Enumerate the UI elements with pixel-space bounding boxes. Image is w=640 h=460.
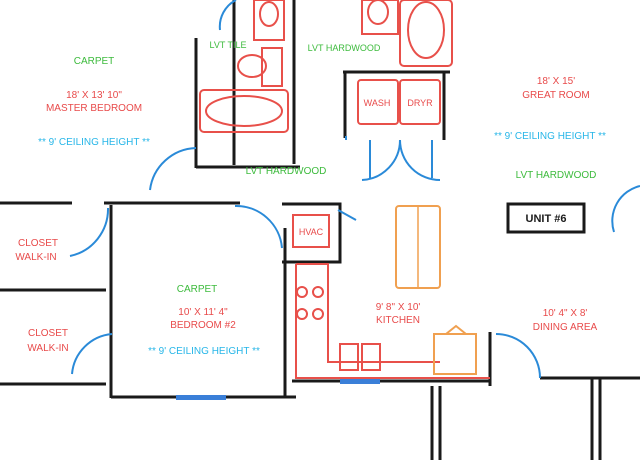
label-great-size: 18' X 15' bbox=[537, 76, 575, 87]
tub-left bbox=[199, 89, 289, 133]
hvac-unit bbox=[292, 214, 330, 248]
label-master-ceiling: ** 9' CEILING HEIGHT ** bbox=[38, 137, 150, 148]
label-great-name: GREAT ROOM bbox=[522, 90, 589, 101]
vanity-left bbox=[253, 0, 285, 41]
label-unit: UNIT #6 bbox=[526, 213, 567, 225]
door-closet-1 bbox=[69, 207, 110, 257]
label-bed2-size: 10' X 11' 4" bbox=[178, 307, 228, 318]
kitchen-sink-l bbox=[339, 343, 359, 371]
label-closet-2-a: CLOSET bbox=[28, 328, 68, 339]
label-closet-2-b: WALK-IN bbox=[27, 343, 68, 354]
tub-left-basin bbox=[205, 95, 283, 127]
toilet-bowl bbox=[237, 54, 267, 78]
door-dining bbox=[495, 333, 541, 379]
label-great-floor: LVT HARDWOOD bbox=[516, 170, 597, 181]
sink-left bbox=[259, 1, 279, 27]
unit-badge bbox=[506, 202, 586, 234]
kitchen-fixtures bbox=[295, 263, 490, 379]
door-bed2 bbox=[234, 204, 283, 249]
door-great-top bbox=[218, 0, 237, 31]
label-dining-name: DINING AREA bbox=[533, 322, 598, 333]
tub-right bbox=[399, 0, 453, 67]
label-kitchen-size: 9' 8" X 10' bbox=[376, 302, 421, 313]
tub-right-basin bbox=[407, 1, 445, 59]
burner-4 bbox=[312, 308, 324, 320]
window-bed2 bbox=[176, 395, 226, 400]
burner-3 bbox=[296, 308, 308, 320]
label-master-size: 18' X 13' 10" bbox=[66, 90, 122, 101]
washer bbox=[357, 79, 399, 125]
door-laundry-l bbox=[361, 139, 402, 181]
counter-outer bbox=[295, 264, 490, 379]
label-bed2-name: BEDROOM #2 bbox=[170, 320, 236, 331]
label-closet-1-b: WALK-IN bbox=[15, 252, 56, 263]
door-closet-2 bbox=[71, 333, 113, 375]
vanity-right bbox=[361, 0, 399, 35]
doors bbox=[69, 0, 640, 379]
counter-left bbox=[296, 263, 440, 363]
label-dining-size: 10' 4" X 8' bbox=[543, 308, 588, 319]
label-master-name: MASTER BEDROOM bbox=[46, 103, 142, 114]
laundry bbox=[357, 79, 441, 125]
door-laundry-r bbox=[399, 139, 441, 181]
label-dryer: DRYR bbox=[407, 98, 433, 108]
sink-right bbox=[367, 0, 389, 25]
label-bed2-ceiling: ** 9' CEILING HEIGHT ** bbox=[148, 346, 260, 357]
label-wash: WASH bbox=[364, 98, 391, 108]
window-kitchen bbox=[340, 379, 380, 384]
label-great-ceiling: ** 9' CEILING HEIGHT ** bbox=[494, 131, 606, 142]
bath-fixtures bbox=[199, 0, 453, 133]
kitchen-sink-r bbox=[361, 343, 381, 371]
label-closet-1-a: CLOSET bbox=[18, 238, 58, 249]
door-right-edge bbox=[611, 185, 640, 233]
toilet-tank bbox=[261, 47, 283, 87]
door-jambs bbox=[345, 136, 433, 178]
label-hall-floor: LVT HARDWOOD bbox=[246, 166, 327, 177]
refrigerator bbox=[433, 333, 477, 375]
label-bath-floor: LVT TILE bbox=[209, 40, 246, 50]
burner-1 bbox=[296, 286, 308, 298]
label-bed2-floor: CARPET bbox=[177, 284, 218, 295]
label-kitchen-name: KITCHEN bbox=[376, 315, 420, 326]
door-hvac bbox=[337, 209, 357, 221]
burner-2 bbox=[312, 286, 324, 298]
label-master-floor: CARPET bbox=[74, 56, 115, 67]
label-hvac: HVAC bbox=[299, 227, 324, 237]
label-hall-floor-top: LVT HARDWOOD bbox=[308, 43, 381, 53]
door-master bbox=[149, 147, 197, 191]
dryer bbox=[399, 79, 441, 125]
